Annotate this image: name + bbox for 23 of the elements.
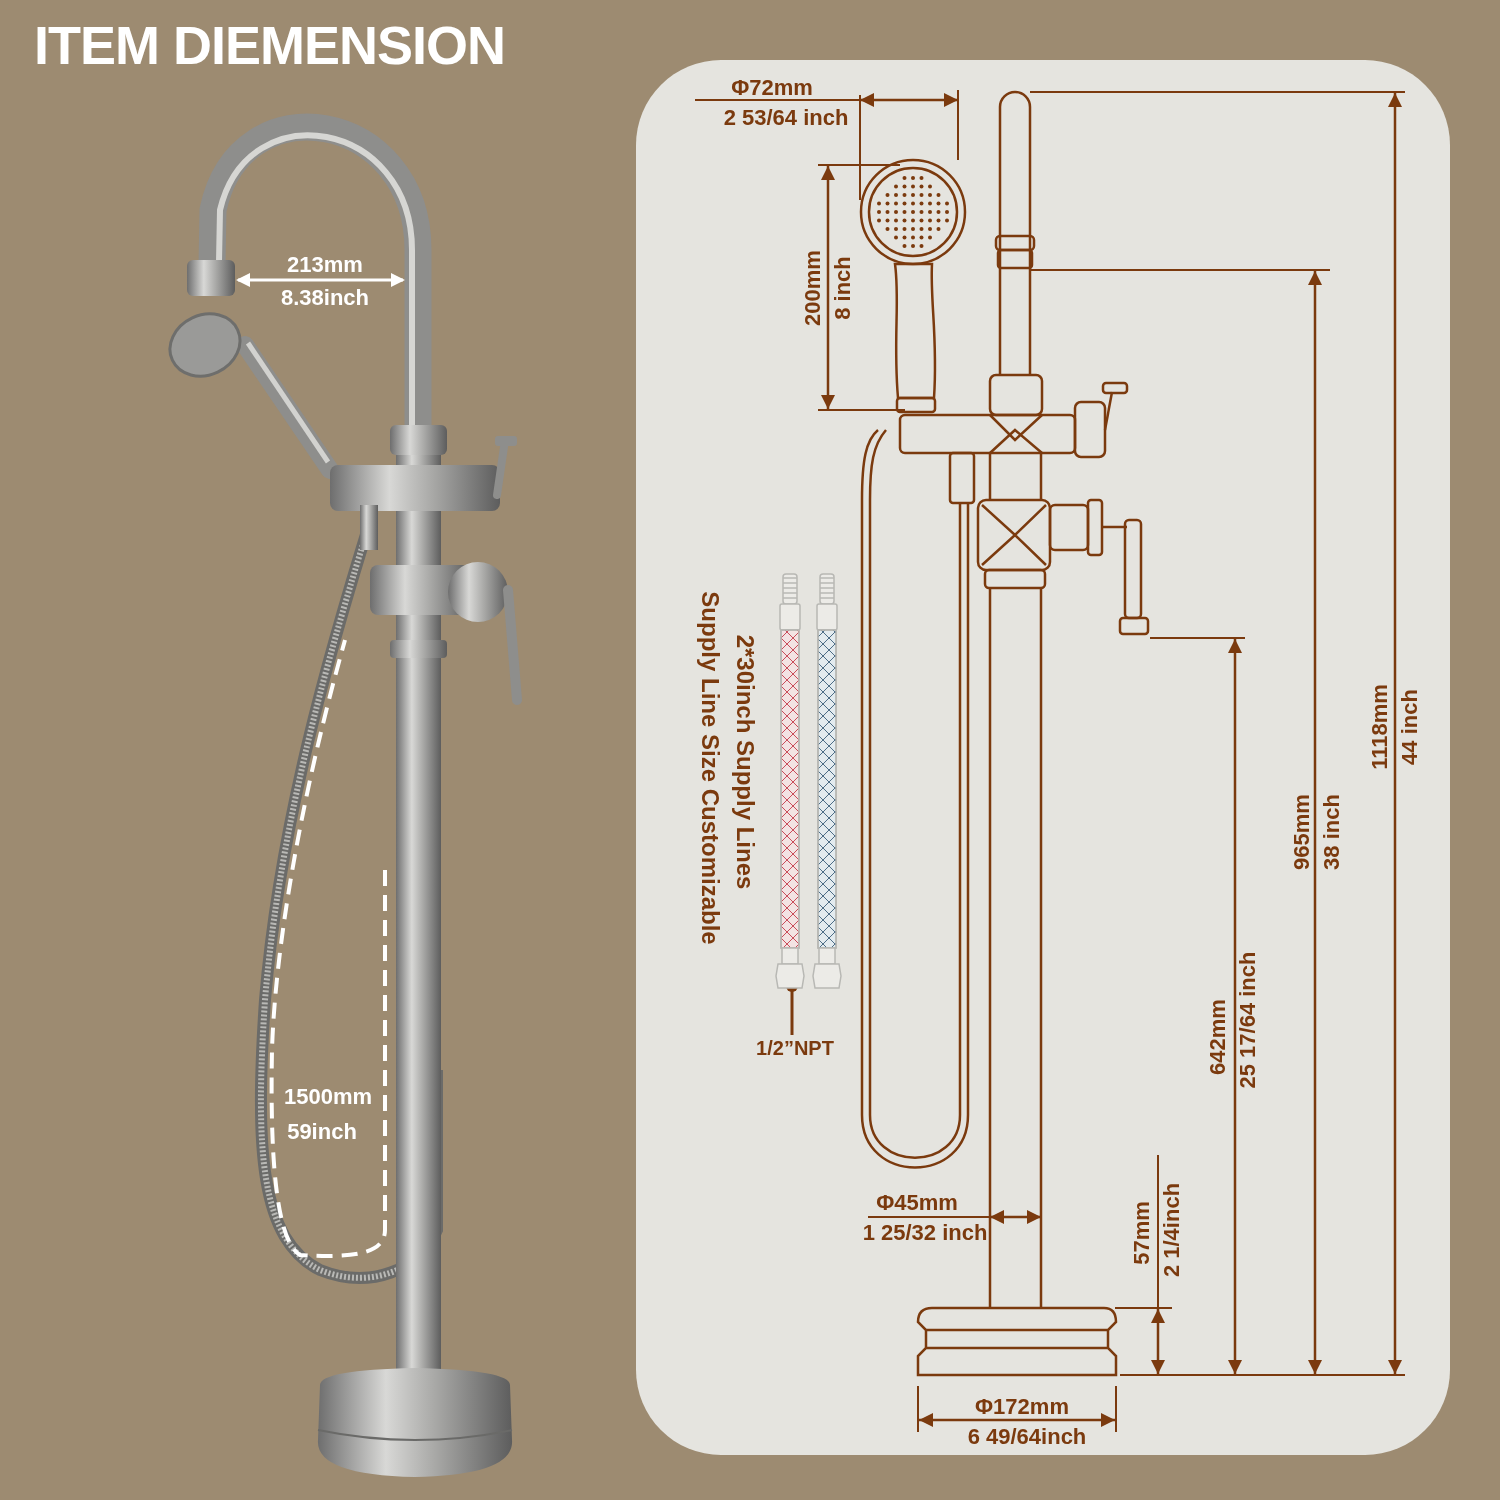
dimension-label: 213mm — [287, 254, 363, 276]
dimension-label: Φ72mm — [731, 77, 813, 99]
callout-label: 1/2”NPT — [755, 1036, 835, 1061]
dimension-label: 642mm — [1207, 999, 1229, 1075]
dimension-label: 8.38inch — [281, 287, 369, 309]
note-text: Supply Line Size Customizable — [698, 591, 722, 945]
dimension-label: 6 49/64inch — [967, 1426, 1087, 1448]
dimension-label: 2 53/64 inch — [723, 107, 849, 129]
dimension-label: 2 1/4inch — [1161, 1182, 1183, 1278]
dimension-label: 44 inch — [1399, 689, 1421, 765]
dimension-label: 200mm — [802, 250, 824, 326]
dimension-label: 965mm — [1291, 794, 1313, 870]
dimension-label: 8 inch — [832, 256, 854, 320]
dimension-label: 1 25/32 inch — [862, 1222, 988, 1244]
dimension-label: 1118mm — [1369, 684, 1391, 770]
dimension-label: 1500mm — [283, 1086, 373, 1108]
title: ITEM DIEMENSION — [34, 18, 506, 72]
dimension-label: Φ172mm — [975, 1396, 1069, 1418]
dimension-label: Φ45mm — [876, 1192, 958, 1214]
dimension-label: 57mm — [1131, 1201, 1153, 1265]
dimension-label: 59inch — [287, 1121, 357, 1143]
dimension-label: 38 inch — [1321, 794, 1343, 870]
dimension-label: 25 17/64 inch — [1237, 951, 1259, 1089]
